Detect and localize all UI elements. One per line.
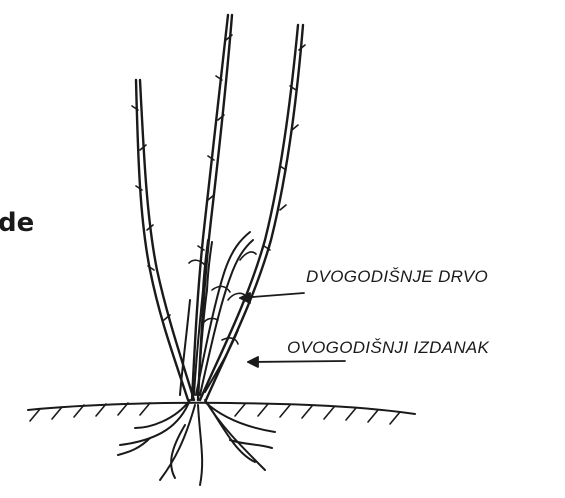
cut-off-heading-text: de — [0, 208, 34, 238]
label-two-year-wood: DVOGODIŠNJE DRVO — [306, 267, 488, 287]
label-current-year-shoot: OVOGODIŠNJI IZDANAK — [287, 338, 489, 358]
canes — [136, 15, 303, 400]
ground-line — [28, 403, 415, 414]
